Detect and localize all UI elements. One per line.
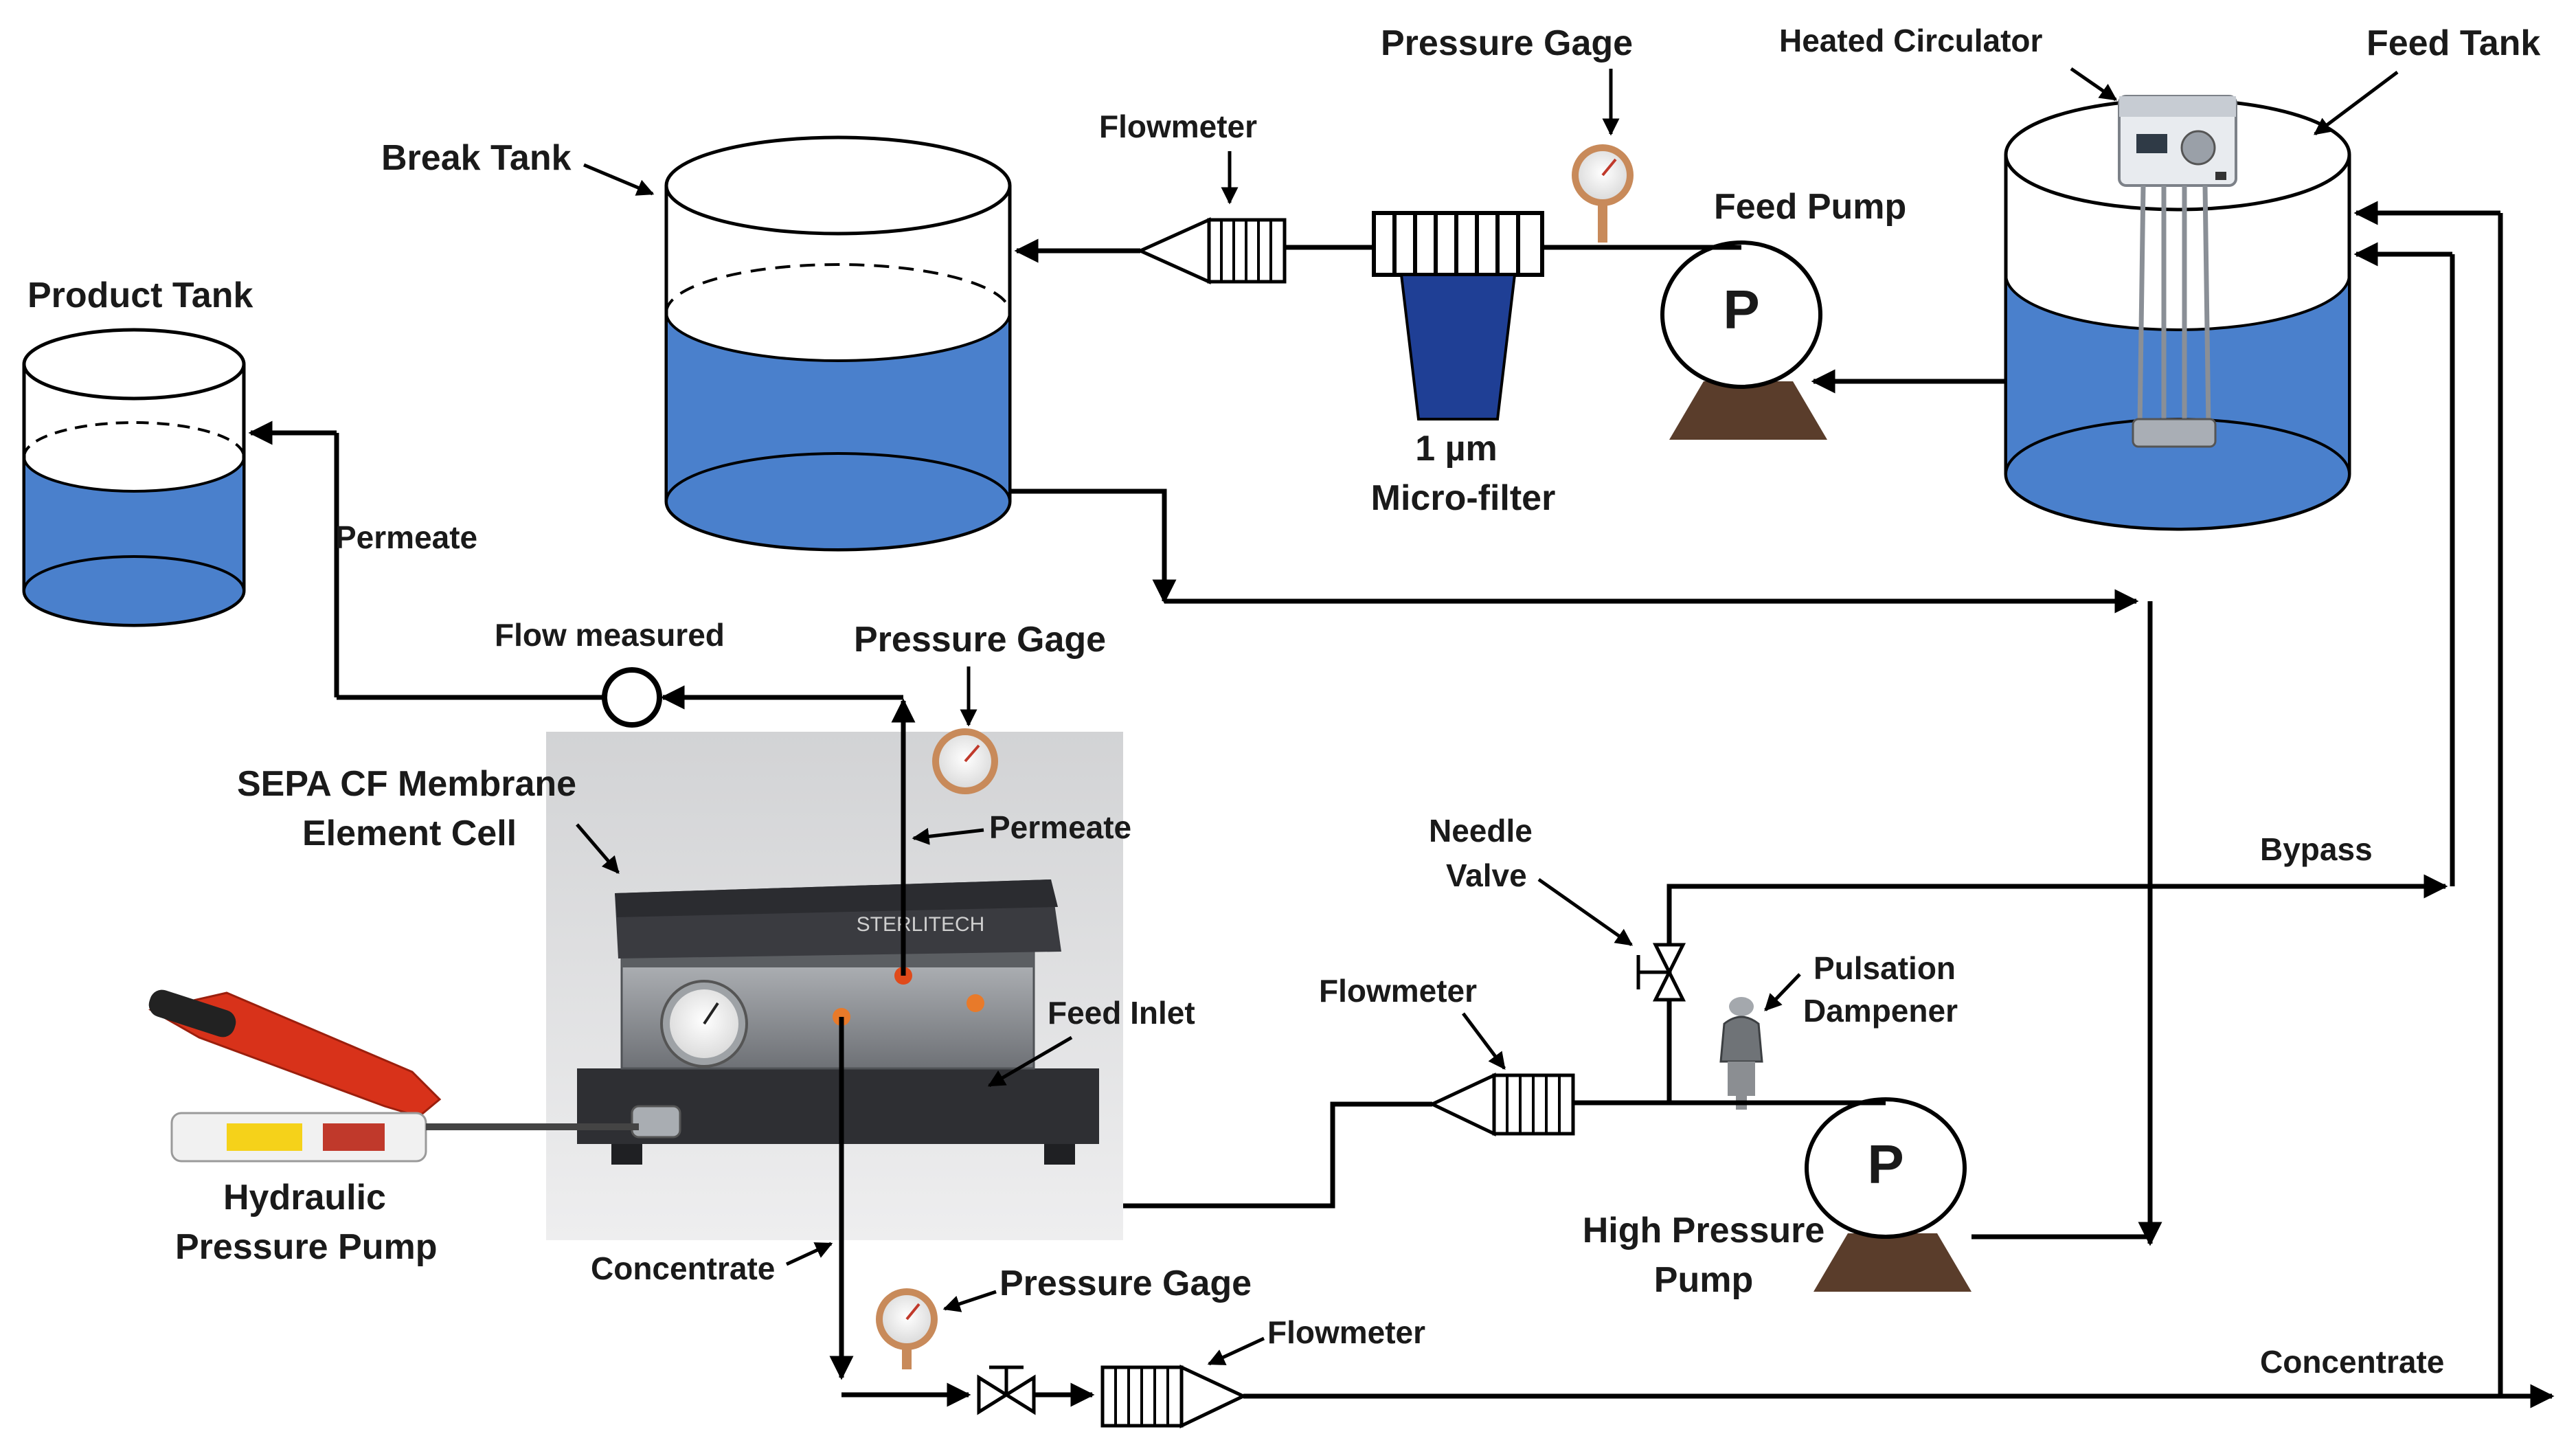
break-tank-pointer xyxy=(583,163,655,196)
high-pressure-pump xyxy=(1805,1097,1971,1292)
needle-valve-label-2: Valve xyxy=(1446,857,1527,893)
sepa-cf-membrane-cell xyxy=(546,732,1123,1240)
flowmeter-mid-pointer xyxy=(1462,1012,1506,1070)
feed-tank-label: Feed Tank xyxy=(2366,23,2540,63)
permeate-label-cell: Permeate xyxy=(989,809,1131,845)
break-tank-label: Break Tank xyxy=(381,138,572,178)
needle-valve-pointer xyxy=(1537,877,1634,947)
feed-inlet-label: Feed Inlet xyxy=(1048,995,1195,1031)
pressure-gage-top xyxy=(1572,144,1634,243)
flow-measured-meter xyxy=(602,667,662,728)
product-tank-label: Product Tank xyxy=(27,276,253,315)
micro-filter xyxy=(1372,211,1544,420)
hp-pump-symbol: P xyxy=(1867,1134,1903,1195)
feed-pump xyxy=(1660,240,1827,440)
pipe-bypass xyxy=(1667,874,2448,1103)
concentrate-valve xyxy=(977,1365,1036,1415)
flowmeter-bottom xyxy=(1100,1365,1247,1428)
pressure-gage-bottom-pointer xyxy=(942,1290,997,1312)
feed-pump-label: Feed Pump xyxy=(1714,187,1906,227)
bypass-label: Bypass xyxy=(2260,831,2373,867)
feed-tank-pointer xyxy=(2314,71,2399,135)
hp-pump-label-1: High Pressure xyxy=(1583,1211,1825,1250)
pulsation-label-2: Dampener xyxy=(1803,993,1958,1029)
hydraulic-pressure-pump xyxy=(148,989,639,1163)
feed-tank xyxy=(2004,98,2351,531)
flowmeter-bottom-label: Flowmeter xyxy=(1267,1314,1425,1350)
hydraulic-label-2: Pressure Pump xyxy=(175,1227,438,1267)
pressure-gage-mid-label: Pressure Gage xyxy=(854,620,1106,660)
flowmeter-mid xyxy=(1428,1073,1575,1136)
flowmeter-top xyxy=(1136,217,1287,284)
hp-pump-label-2: Pump xyxy=(1654,1260,1753,1300)
pulsation-pointer xyxy=(1764,973,1801,1011)
break-tank xyxy=(664,135,1012,552)
pulsation-dampener xyxy=(1719,997,1763,1110)
needle-valve xyxy=(1636,943,1686,1002)
heated-circulator-pointer xyxy=(2070,67,2118,102)
flowmeter-top-label: Flowmeter xyxy=(1099,109,1257,144)
pulsation-label-1: Pulsation xyxy=(1814,950,1956,986)
needle-valve-label-1: Needle xyxy=(1429,813,1533,849)
pressure-gage-mid xyxy=(932,728,998,794)
pressure-gage-bottom-label: Pressure Gage xyxy=(999,1264,1252,1303)
pressure-gage-bottom xyxy=(876,1288,938,1369)
flow-measured-label: Flow measured xyxy=(495,617,725,653)
concentrate-left-pointer xyxy=(785,1242,833,1266)
product-tank xyxy=(22,328,246,627)
micro-filter-label: Micro-filter xyxy=(1371,478,1556,518)
sepa-cell-label-2: Element Cell xyxy=(302,814,517,853)
feed-inlet-pointer xyxy=(987,1035,1073,1088)
concentrate-label-left: Concentrate xyxy=(591,1250,775,1286)
hydraulic-label-1: Hydraulic xyxy=(223,1178,386,1218)
cell-brand-label: STERLITECH xyxy=(857,913,985,936)
pipe-breaktank-outlet xyxy=(1010,489,1177,604)
concentrate-label-right: Concentrate xyxy=(2260,1344,2444,1380)
permeate-cell-pointer xyxy=(912,827,984,845)
micro-filter-size: 1 µm xyxy=(1415,429,1498,469)
pressure-gage-top-label: Pressure Gage xyxy=(1381,23,1633,63)
heated-circulator xyxy=(2118,95,2237,448)
heated-circulator-label: Heated Circulator xyxy=(1779,23,2043,58)
sepa-cell-label-1: SEPA CF Membrane xyxy=(237,764,576,804)
permeate-label-left: Permeate xyxy=(335,519,477,555)
flowmeter-bottom-pointer xyxy=(1207,1336,1265,1366)
feed-pump-symbol: P xyxy=(1723,279,1759,340)
sepa-cell-pointer xyxy=(576,823,620,874)
flowmeter-mid-label: Flowmeter xyxy=(1319,973,1477,1009)
